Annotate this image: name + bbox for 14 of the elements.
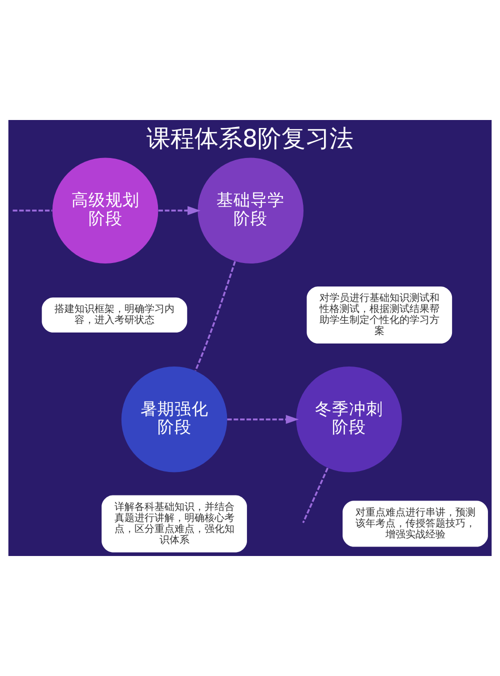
node-box: 详解各科基础知识，并结合真题进行讲解，明确核心考点，区分重点难点，强化知识体系	[102, 495, 247, 552]
node-circle: 基础导学阶段	[198, 158, 304, 264]
node-box: 搭建知识框架，明确学习内容，进入考研状态	[42, 298, 188, 332]
node-box: 对学员进行基础知识测试和性格测试，根据测试结果帮助学生制定个性化的学习方案	[306, 286, 452, 344]
node-circle: 冬季冲刺阶段	[296, 366, 402, 472]
node-box: 对重点难点进行串讲，预测该年考点，传授答题技巧，增强实战经验	[342, 500, 488, 547]
connector	[302, 468, 328, 524]
node-circle: 高级规划阶段	[52, 158, 158, 264]
node-circle: 暑期强化阶段	[121, 366, 228, 472]
diagram-title: 课程体系8阶复习法	[146, 124, 354, 152]
connector	[12, 210, 52, 212]
arrow	[158, 206, 200, 216]
connector	[194, 261, 236, 372]
arrow	[227, 414, 299, 424]
